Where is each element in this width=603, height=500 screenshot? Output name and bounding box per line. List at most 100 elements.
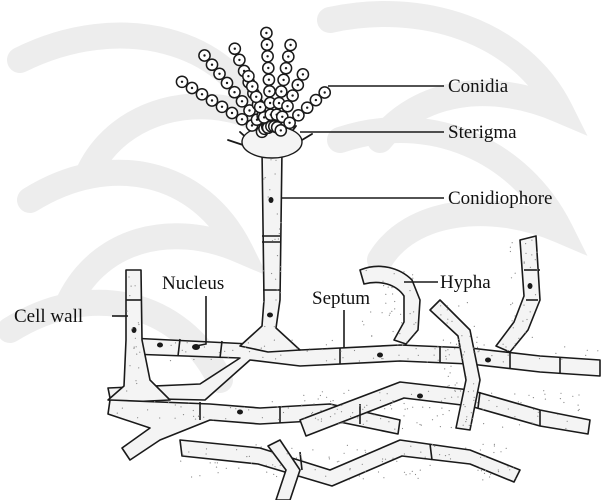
stipple-dot — [458, 339, 459, 340]
stipple-dot — [454, 390, 455, 391]
stipple-dot — [230, 407, 231, 408]
main-hypha — [108, 338, 600, 400]
stipple-dot — [396, 461, 397, 462]
stipple-dot — [488, 400, 489, 401]
stipple-dot — [283, 412, 284, 413]
stipple-dot — [279, 233, 280, 234]
conidium-core — [181, 81, 183, 83]
stipple-dot — [394, 429, 395, 430]
conidium-core — [191, 87, 193, 89]
stipple-dot — [410, 446, 411, 447]
stipple-dot — [484, 456, 485, 457]
stipple-dot — [347, 445, 348, 446]
stipple-dot — [418, 478, 419, 479]
stipple-dot — [394, 301, 395, 302]
stipple-dot — [523, 305, 524, 306]
stipple-dot — [503, 361, 504, 362]
stipple-dot — [296, 457, 297, 458]
stipple-dot — [359, 360, 360, 361]
stipple-dot — [409, 473, 410, 474]
stipple-dot — [450, 342, 451, 343]
stipple-dot — [545, 399, 546, 400]
stipple-dot — [564, 346, 565, 347]
stipple-dot — [378, 471, 379, 472]
stipple-dot — [533, 397, 534, 398]
stipple-dot — [563, 402, 564, 403]
stipple-dot — [484, 473, 485, 474]
stipple-dot — [447, 319, 448, 320]
stipple-dot — [320, 395, 321, 396]
stipple-dot — [474, 397, 475, 398]
stipple-dot — [511, 277, 512, 278]
stipple-dot — [349, 479, 350, 480]
stipple-dot — [578, 410, 579, 411]
stipple-dot — [412, 407, 413, 408]
stipple-dot — [471, 412, 472, 413]
stipple-dot — [232, 350, 233, 351]
stipple-dot — [442, 414, 443, 415]
stipple-dot — [272, 401, 273, 402]
stipple-dot — [292, 340, 293, 341]
stipple-dot — [392, 402, 393, 403]
stipple-dot — [334, 413, 335, 414]
stipple-dot — [382, 358, 383, 359]
stipple-dot — [279, 228, 280, 229]
conidium-core — [315, 99, 317, 101]
stipple-dot — [244, 407, 245, 408]
stipple-dot — [473, 390, 474, 391]
stipple-dot — [416, 348, 417, 349]
stipple-dot — [204, 346, 205, 347]
stipple-dot — [514, 416, 515, 417]
stipple-dot — [373, 414, 374, 415]
stipple-dot — [304, 400, 305, 401]
stipple-dot — [447, 309, 448, 310]
stipple-dot — [477, 337, 478, 338]
stipple-dot — [365, 452, 366, 453]
conidium-core — [233, 91, 235, 93]
stipple-dot — [394, 308, 395, 309]
label-conidiophore: Conidiophore — [448, 188, 553, 209]
stipple-dot — [505, 346, 506, 347]
stipple-dot — [301, 405, 302, 406]
conidium-core — [268, 90, 270, 92]
stipple-dot — [531, 254, 532, 255]
stipple-dot — [363, 324, 364, 325]
stipple-dot — [135, 285, 136, 286]
stipple-dot — [338, 423, 339, 424]
stipple-dot — [463, 404, 464, 405]
stipple-dot — [373, 358, 374, 359]
stipple-dot — [403, 415, 404, 416]
stipple-dot — [180, 406, 181, 407]
stipple-dot — [419, 424, 420, 425]
stipple-dot — [288, 407, 289, 408]
stipple-dot — [280, 266, 281, 267]
stipple-dot — [275, 160, 276, 161]
stipple-dot — [246, 456, 247, 457]
stipple-dot — [522, 321, 523, 322]
stipple-dot — [301, 459, 302, 460]
stipple-dot — [184, 455, 185, 456]
stipple-dot — [447, 386, 448, 387]
stipple-dot — [455, 391, 456, 392]
stipple-dot — [135, 380, 136, 381]
stipple-dot — [407, 408, 408, 409]
stipple-dot — [544, 394, 545, 395]
stipple-dot — [413, 324, 414, 325]
conidium-core — [297, 84, 299, 86]
stipple-dot — [477, 470, 478, 471]
stipple-dot — [476, 342, 477, 343]
stipple-dot — [269, 189, 270, 190]
stipple-dot — [272, 453, 273, 454]
stipple-dot — [175, 418, 176, 419]
stipple-dot — [235, 408, 236, 409]
stipple-dot — [390, 313, 391, 314]
stipple-dot — [188, 451, 189, 452]
stipple-dot — [359, 475, 360, 476]
stipple-dot — [450, 372, 451, 373]
stipple-dot — [526, 319, 527, 320]
stipple-dot — [364, 407, 365, 408]
conidium-core — [241, 100, 243, 102]
stipple-dot — [432, 444, 433, 445]
stipple-dot — [193, 410, 194, 411]
